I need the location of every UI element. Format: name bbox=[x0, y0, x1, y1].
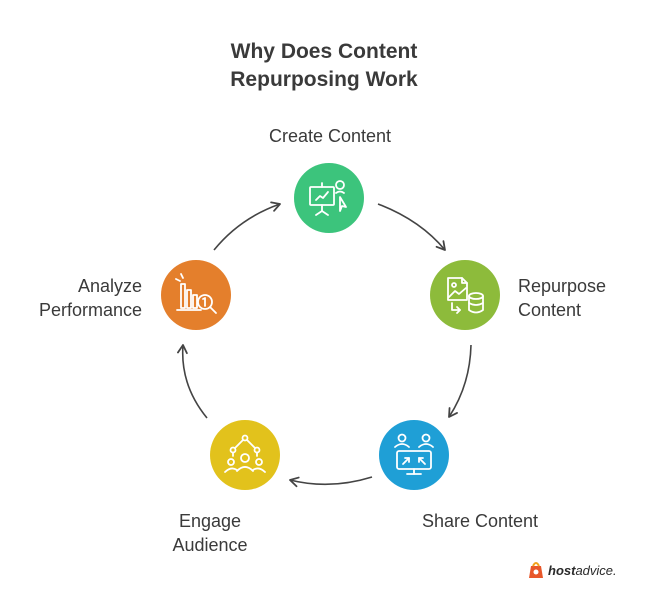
arrow-create-to-repurpose bbox=[377, 203, 446, 251]
label-analyze-performance: Analyze Performance bbox=[38, 276, 142, 320]
node-create-content bbox=[294, 163, 364, 233]
monitor-users-icon bbox=[394, 433, 434, 475]
diagram-title: Why Does Content Repurposing Work bbox=[0, 38, 648, 94]
title-line-1: Why Does Content bbox=[230, 40, 418, 63]
title-line-2: Repurposing Work bbox=[230, 68, 418, 91]
label-share-content: Share Content bbox=[421, 511, 539, 531]
node-share-content bbox=[379, 420, 449, 490]
audience-network-icon bbox=[224, 434, 266, 473]
arrow-repurpose-to-share bbox=[448, 344, 472, 418]
chart-magnifier-icon bbox=[175, 273, 217, 314]
brand-text: hostadvice. bbox=[548, 562, 617, 578]
label-create-content: Create Content bbox=[268, 126, 392, 146]
node-analyze-performance bbox=[161, 260, 231, 330]
node-repurpose-content bbox=[430, 260, 500, 330]
label-repurpose-content: Repurpose Content bbox=[518, 276, 607, 320]
arrow-share-to-engage bbox=[289, 476, 373, 488]
node-engage-audience bbox=[210, 420, 280, 490]
image-database-icon bbox=[447, 277, 484, 314]
label-engage-audience: Engage Audience bbox=[172, 511, 248, 555]
presentation-easel-icon bbox=[309, 180, 347, 216]
arrow-engage-to-analyze bbox=[177, 344, 208, 419]
hostadvice-logo-icon bbox=[529, 562, 543, 578]
arrow-analyze-to-create bbox=[213, 201, 281, 251]
brand-logo: hostadvice. bbox=[527, 559, 617, 581]
